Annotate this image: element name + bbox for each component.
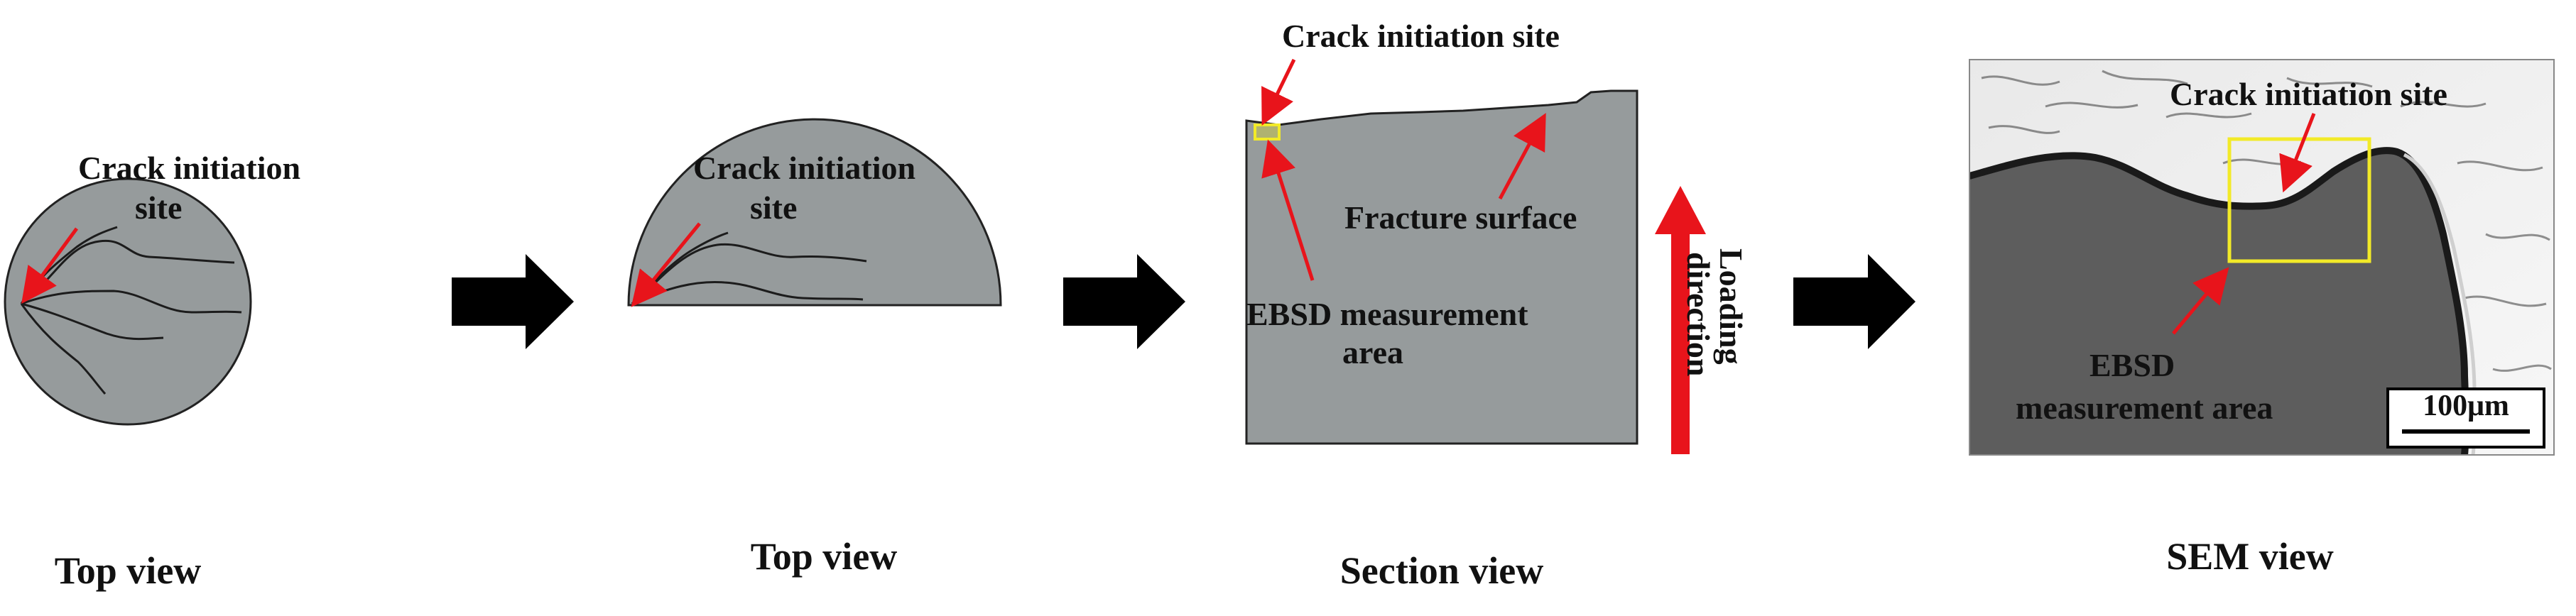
section-ebsd-label-line1: EBSD measurement [1246, 296, 1528, 332]
crack-site-label-line2: site [135, 189, 182, 226]
crack-site-label-line1: Crack initiation [78, 150, 300, 186]
crack-site-arrow [21, 227, 79, 304]
caption-top-view-half: Top view [751, 535, 898, 578]
panel-section-view: Crack initiation site Fracture surface E… [1245, 18, 1749, 592]
sem-crack-label: Crack initiation site [2170, 76, 2447, 112]
panel-sem-view: Crack initiation site EBSD measurement a… [1969, 59, 2555, 578]
sem-crack-arrow [2279, 113, 2316, 193]
specimen-circle [4, 177, 252, 426]
panel-top-view-full: Crack initiation site Top view [4, 150, 300, 592]
section-crack-label: Crack initiation site [1282, 18, 1560, 54]
section-ebsd-arrow [1261, 139, 1315, 281]
flow-arrow-1 [452, 254, 574, 349]
crack-site-arrow-half [631, 222, 701, 307]
sem-ebsd-label-line1: EBSD [2089, 347, 2175, 383]
sem-ebsd-label-line2: measurement area [2016, 390, 2273, 426]
loading-label-line2: direction [1680, 252, 1717, 376]
loading-label-line1: Loading [1713, 248, 1749, 365]
sem-ebsd-box [2227, 137, 2371, 263]
crack-site-label-half-line2: site [750, 189, 797, 226]
panel-top-view-half: Crack initiation site Top view [627, 118, 1002, 578]
fracture-surface-arrow [1498, 113, 1546, 200]
flow-arrow-2 [1063, 254, 1185, 349]
section-crack-arrow [1261, 58, 1296, 126]
crack-site-label-half-line1: Crack initiation [693, 150, 915, 186]
fracture-surface-label: Fracture surface [1344, 199, 1577, 236]
caption-top-view-full: Top view [55, 549, 202, 592]
scale-bar-box [2386, 387, 2545, 449]
caption-section-view: Section view [1340, 549, 1543, 592]
caption-sem-view: SEM view [2166, 535, 2334, 578]
flow-arrow-3 [1793, 254, 1915, 349]
sem-frame [1969, 59, 2555, 456]
sem-ebsd-arrow [2172, 267, 2229, 335]
loading-direction-arrow [1655, 186, 1706, 454]
ebsd-measurement-box [1254, 123, 1281, 141]
section-ebsd-label-line2: area [1342, 334, 1403, 370]
scale-bar-label: 100μm [2423, 390, 2509, 422]
specimen-half-circle [627, 118, 1002, 307]
section-specimen [1245, 89, 1638, 445]
